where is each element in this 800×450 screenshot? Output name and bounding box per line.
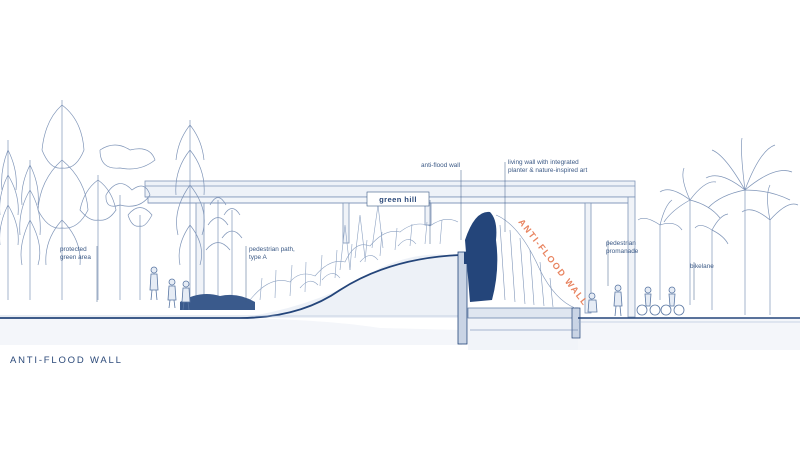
pedestrian-path-label-line1: pedestrian path,	[249, 246, 295, 253]
pedestrian-path-label-line2: type A	[249, 254, 268, 261]
green-hill-tag	[366, 191, 430, 207]
living-wall-label-line1: living wall with integrated	[508, 159, 579, 166]
anti-flood-wall-label: anti-flood wall	[421, 162, 460, 169]
promenade-label-line1: pedestrian	[606, 240, 636, 247]
wall-orange-label: ANTI-FLOOD WALL	[516, 217, 590, 308]
hill-vegetation	[249, 204, 459, 301]
bikelane-label: bikelane	[690, 263, 714, 270]
living-wall-label-line2: planter & nature-inspired art	[508, 167, 587, 174]
promenade-label-line2: promanade	[606, 248, 639, 255]
trees-right	[637, 137, 799, 315]
living-wall	[495, 214, 576, 309]
trees-left	[0, 100, 243, 300]
ground-section	[0, 211, 800, 350]
people	[149, 266, 685, 317]
protected-area-label-line2: green area	[60, 254, 91, 261]
green-hill-label: green hill	[379, 195, 417, 204]
leader-lines	[96, 162, 695, 302]
protected-area-label-line1: protected	[60, 246, 87, 253]
diagram-title: ANTI-FLOOD WALL	[10, 355, 123, 366]
